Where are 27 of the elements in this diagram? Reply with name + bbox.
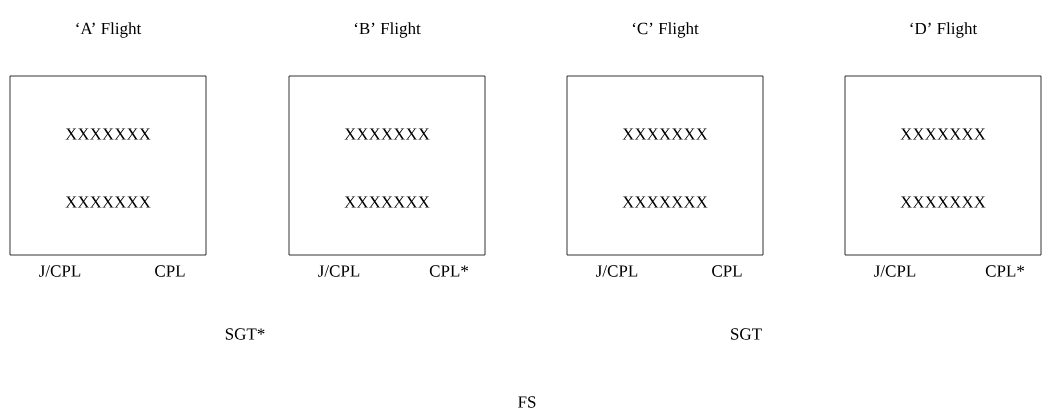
box-text: XXXXXXX bbox=[622, 128, 708, 140]
rank-label: CPL* bbox=[429, 265, 469, 277]
flight-heading: ‘B’ Flight bbox=[354, 22, 421, 38]
flight-box bbox=[9, 75, 207, 256]
rank-label: J/CPL bbox=[874, 265, 916, 277]
rank-label: CPL* bbox=[985, 265, 1025, 277]
rank-label: J/CPL bbox=[318, 265, 360, 277]
rank-label: J/CPL bbox=[39, 265, 81, 277]
rank-label: SGT* bbox=[225, 328, 265, 340]
box-text: XXXXXXX bbox=[65, 128, 151, 140]
box-text: XXXXXXX bbox=[622, 196, 708, 208]
rank-label: SGT bbox=[731, 328, 762, 340]
box-text: XXXXXXX bbox=[344, 196, 430, 208]
box-text: XXXXXXX bbox=[900, 196, 986, 208]
box-text: XXXXXXX bbox=[900, 128, 986, 140]
rank-label: CPL bbox=[712, 265, 742, 277]
flight-heading: ‘D’ Flight bbox=[910, 22, 978, 38]
box-text: XXXXXXX bbox=[344, 128, 430, 140]
flight-box bbox=[288, 75, 486, 256]
flight-box bbox=[844, 75, 1042, 256]
flight-box bbox=[566, 75, 764, 256]
box-text: XXXXXXX bbox=[65, 196, 151, 208]
rank-label: FS bbox=[518, 396, 536, 408]
rank-label: J/CPL bbox=[596, 265, 638, 277]
rank-label: CPL bbox=[155, 265, 185, 277]
flight-heading: ‘A’ Flight bbox=[76, 22, 142, 38]
flight-heading: ‘C’ Flight bbox=[632, 22, 699, 38]
